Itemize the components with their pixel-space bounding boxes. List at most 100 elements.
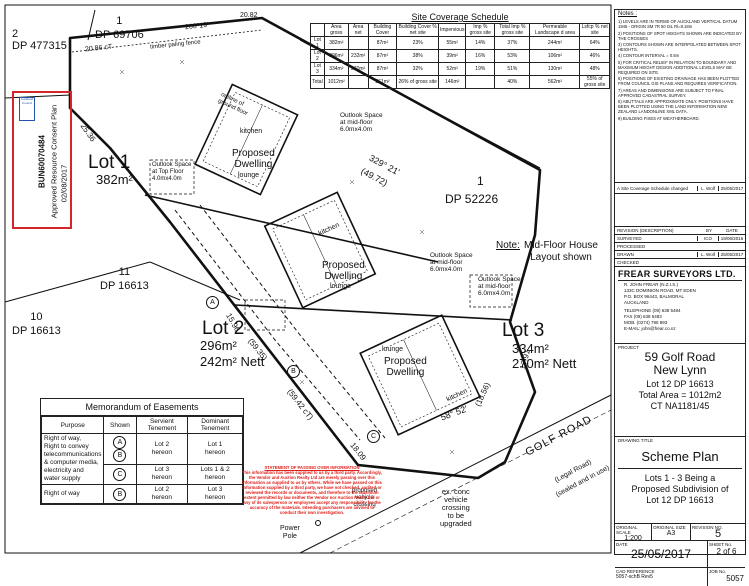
schedule-cell: 38% <box>396 49 439 63</box>
schedule-cell: Total <box>310 75 325 89</box>
easement-marker-b: B <box>287 365 300 378</box>
project-certificate-title: CT NA1181/45 <box>650 401 710 411</box>
lot2-nett-area: 242m² Nett <box>200 354 265 369</box>
memorandum-shown: B <box>103 484 137 504</box>
schedule-cell: 37% <box>494 36 531 50</box>
revision-no-cell: REVISION NO. 5 <box>691 524 745 540</box>
date-value: 25/05/2017 <box>630 547 692 561</box>
memorandum-header-cell: Shown <box>103 416 137 434</box>
drawn-date: 25/05/2017 <box>718 252 745 257</box>
cad-value: 5057-schB Rev5 <box>616 574 653 580</box>
schedule-header-cell: Area gross <box>323 23 349 37</box>
schedule-cell: 14% <box>465 36 496 50</box>
council-logo-text: Auckland Council <box>20 97 34 105</box>
note-item: 5) FOR CRITICAL RELIEF IN RELATION TO BO… <box>618 59 737 76</box>
neighbour-boundary <box>4 94 71 99</box>
dwelling1-label: Proposed Dwelling <box>232 148 275 170</box>
schedule-cell: 40% <box>494 75 531 89</box>
note-item: 7) AREAS AND DIMENSIONS ARE SUBJECT TO F… <box>618 87 724 98</box>
memorandum-header-cell: Servient Tenement <box>135 416 189 434</box>
vehicle-crossing-note: ex. conc vehicle crossing to be upgraded <box>440 487 472 528</box>
schedule-cell: 51% <box>494 62 531 76</box>
stamp-text: Approved Resource Consent Plan <box>49 104 59 219</box>
schedule-cell: 232m² <box>347 49 369 63</box>
size-label: ORIGINAL SIZE <box>653 525 686 530</box>
revision-desc: A Site Coverage Schedule changed <box>617 185 689 191</box>
note-item: 1) LEVELS ARE IN TERMS OF AUCKLAND VERTI… <box>618 19 738 30</box>
schedule-cell: 261m² <box>367 75 398 89</box>
disclaimer-text: This information has been supplied to us… <box>242 470 382 515</box>
drawing-title: Scheme Plan <box>618 449 742 469</box>
schedule-cell: 16% <box>465 49 496 63</box>
schedule-cell: 55m² <box>437 36 467 50</box>
lot3-title: Lot 3 <box>502 320 545 341</box>
memorandum-servient: Lot 3 hereon <box>135 463 189 486</box>
council-logo: Auckland Council <box>19 97 35 121</box>
schedule-header-cell: Total Imp % gross site <box>494 23 531 37</box>
schedule-cell: Lot 2 <box>310 49 325 63</box>
drawn-label: DRAWN <box>617 252 634 257</box>
approval-stamp: Auckland Council BUN60070484 Approved Re… <box>12 91 72 229</box>
outlook-space-box <box>244 299 286 331</box>
schedule-cell: 32% <box>396 62 439 76</box>
revision-by: L. Wolf <box>697 185 718 191</box>
schedule-cell <box>465 75 496 89</box>
schedule-cell: 130m² <box>529 62 581 76</box>
dwelling3-label: Proposed Dwelling <box>384 356 427 378</box>
neighbour-boundary <box>149 261 241 301</box>
surveyed-date: 19/06/2016 <box>718 236 745 241</box>
company-telephone: TELEPHONE (09) 638 5484 <box>624 308 681 313</box>
project-total-area: Total Area = 1012m2 <box>638 390 722 400</box>
schedule-header-cell: Area net <box>347 23 369 37</box>
revision-empty-rows <box>615 194 745 227</box>
easement-symbol: C <box>113 467 127 481</box>
memorandum-servient: Lot 2 hereon <box>135 433 189 465</box>
notes-list: 1) LEVELS ARE IN TERMS OF AUCKLAND VERTI… <box>618 19 742 121</box>
schedule-cell: Lot 1 <box>310 36 325 50</box>
easement-line <box>174 209 361 441</box>
lot1-area: 382m² <box>96 172 133 187</box>
checked-row: CHECKED <box>615 259 745 266</box>
easement-symbol: B <box>113 448 127 462</box>
schedule-cell: 19% <box>465 62 496 76</box>
schedule-cell: 1012m² <box>323 75 349 89</box>
neighbour-label-dp69706: 1 DP 69706 <box>95 15 144 41</box>
drawn-by: L. Wolf <box>697 252 718 257</box>
schedule-header-cell: Imp % gross site <box>465 23 496 37</box>
lot2-area: 296m² <box>200 338 237 353</box>
revision-no-value: 5 <box>714 528 722 540</box>
easement-symbol: B <box>113 487 127 501</box>
sheet-label: SHEET No. <box>709 542 733 547</box>
company-name: FREAR SURVEYORS LTD. <box>618 269 742 281</box>
project-section: PROJECT 59 Golf Road New Lynn Lot 12 DP … <box>615 343 745 436</box>
note-item: 3) CONTOURS SHOWN ARE INTERPOLATED BETWE… <box>618 42 741 53</box>
schedule-cell: 55% of gross site <box>579 75 610 89</box>
drawing-border <box>4 4 612 554</box>
date-label: DATE <box>616 542 628 547</box>
distance-top: 20.82 <box>240 12 258 19</box>
neighbour-lot-number: 1 <box>477 174 484 188</box>
processed-row: PROCESSED <box>615 243 745 251</box>
easement-line <box>199 204 386 439</box>
schedule-cell: 39m² <box>437 49 467 63</box>
neighbour-label-dp16613-11: 11 DP 16613 <box>100 266 149 292</box>
note-label: Note: <box>496 240 520 251</box>
revision-header: REVISION (DESCRIPTION) BY DATE <box>615 227 745 235</box>
company-email: E-MAIL: john@frear.co.nz <box>624 326 676 331</box>
revision-table: A Site Coverage Schedule changed L. Wolf… <box>615 182 745 266</box>
neighbour-label-dp477315: 2 DP 477315 <box>12 28 67 52</box>
project-address: 59 Golf Road New Lynn <box>644 350 716 377</box>
size-value: A3 <box>666 530 676 537</box>
lot1-title: Lot 1 <box>88 152 131 173</box>
drawn-row: DRAWN L. Wolf 25/05/2017 <box>615 251 745 259</box>
schedule-cell: 26% of gross site <box>396 75 439 89</box>
scale-label: ORIGINAL SCALE <box>616 525 638 535</box>
processed-label: PROCESSED <box>617 244 646 249</box>
